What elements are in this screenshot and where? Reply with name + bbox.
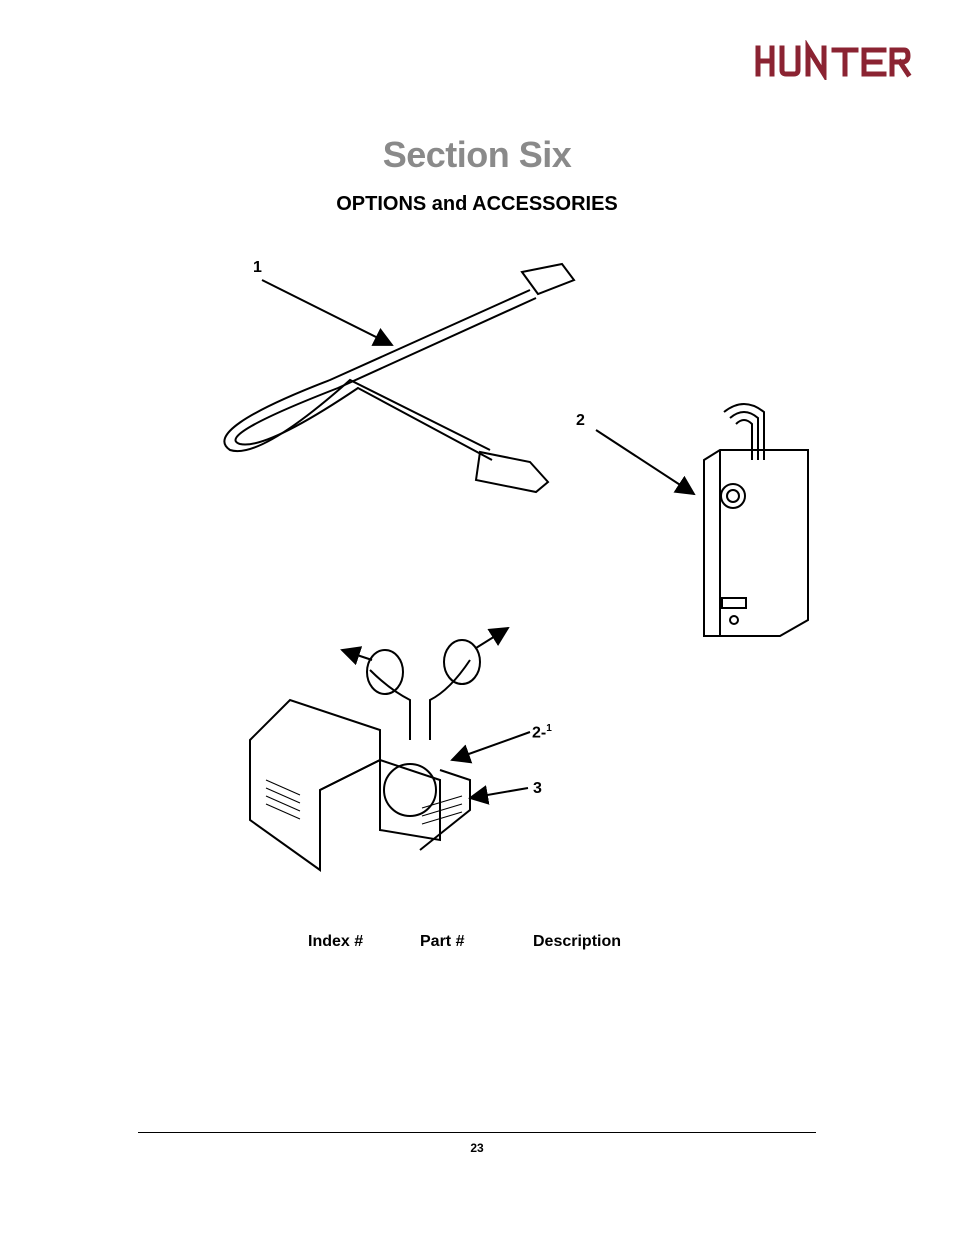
thermostat-drawing	[703, 403, 809, 637]
vent-drawing	[249, 626, 510, 872]
cable-drawing	[223, 262, 576, 494]
hunter-logo	[755, 40, 912, 80]
header-index: Index #	[308, 933, 364, 950]
callout-3: 3	[533, 780, 542, 797]
callout-2-1-footnote: 1	[546, 723, 552, 734]
footer-rule	[138, 1132, 816, 1133]
section-subtitle: OPTIONS and ACCESSORIES	[336, 193, 618, 215]
callout-1: 1	[253, 259, 262, 276]
callout-2-1: 2-1	[532, 723, 552, 742]
header-description: Description	[533, 933, 622, 950]
page-number: 23	[470, 1141, 484, 1155]
section-title: Section Six	[382, 134, 572, 175]
callout-2: 2	[576, 412, 585, 429]
callout-2-1-text: 2-	[532, 724, 547, 742]
header-part: Part #	[420, 933, 465, 950]
